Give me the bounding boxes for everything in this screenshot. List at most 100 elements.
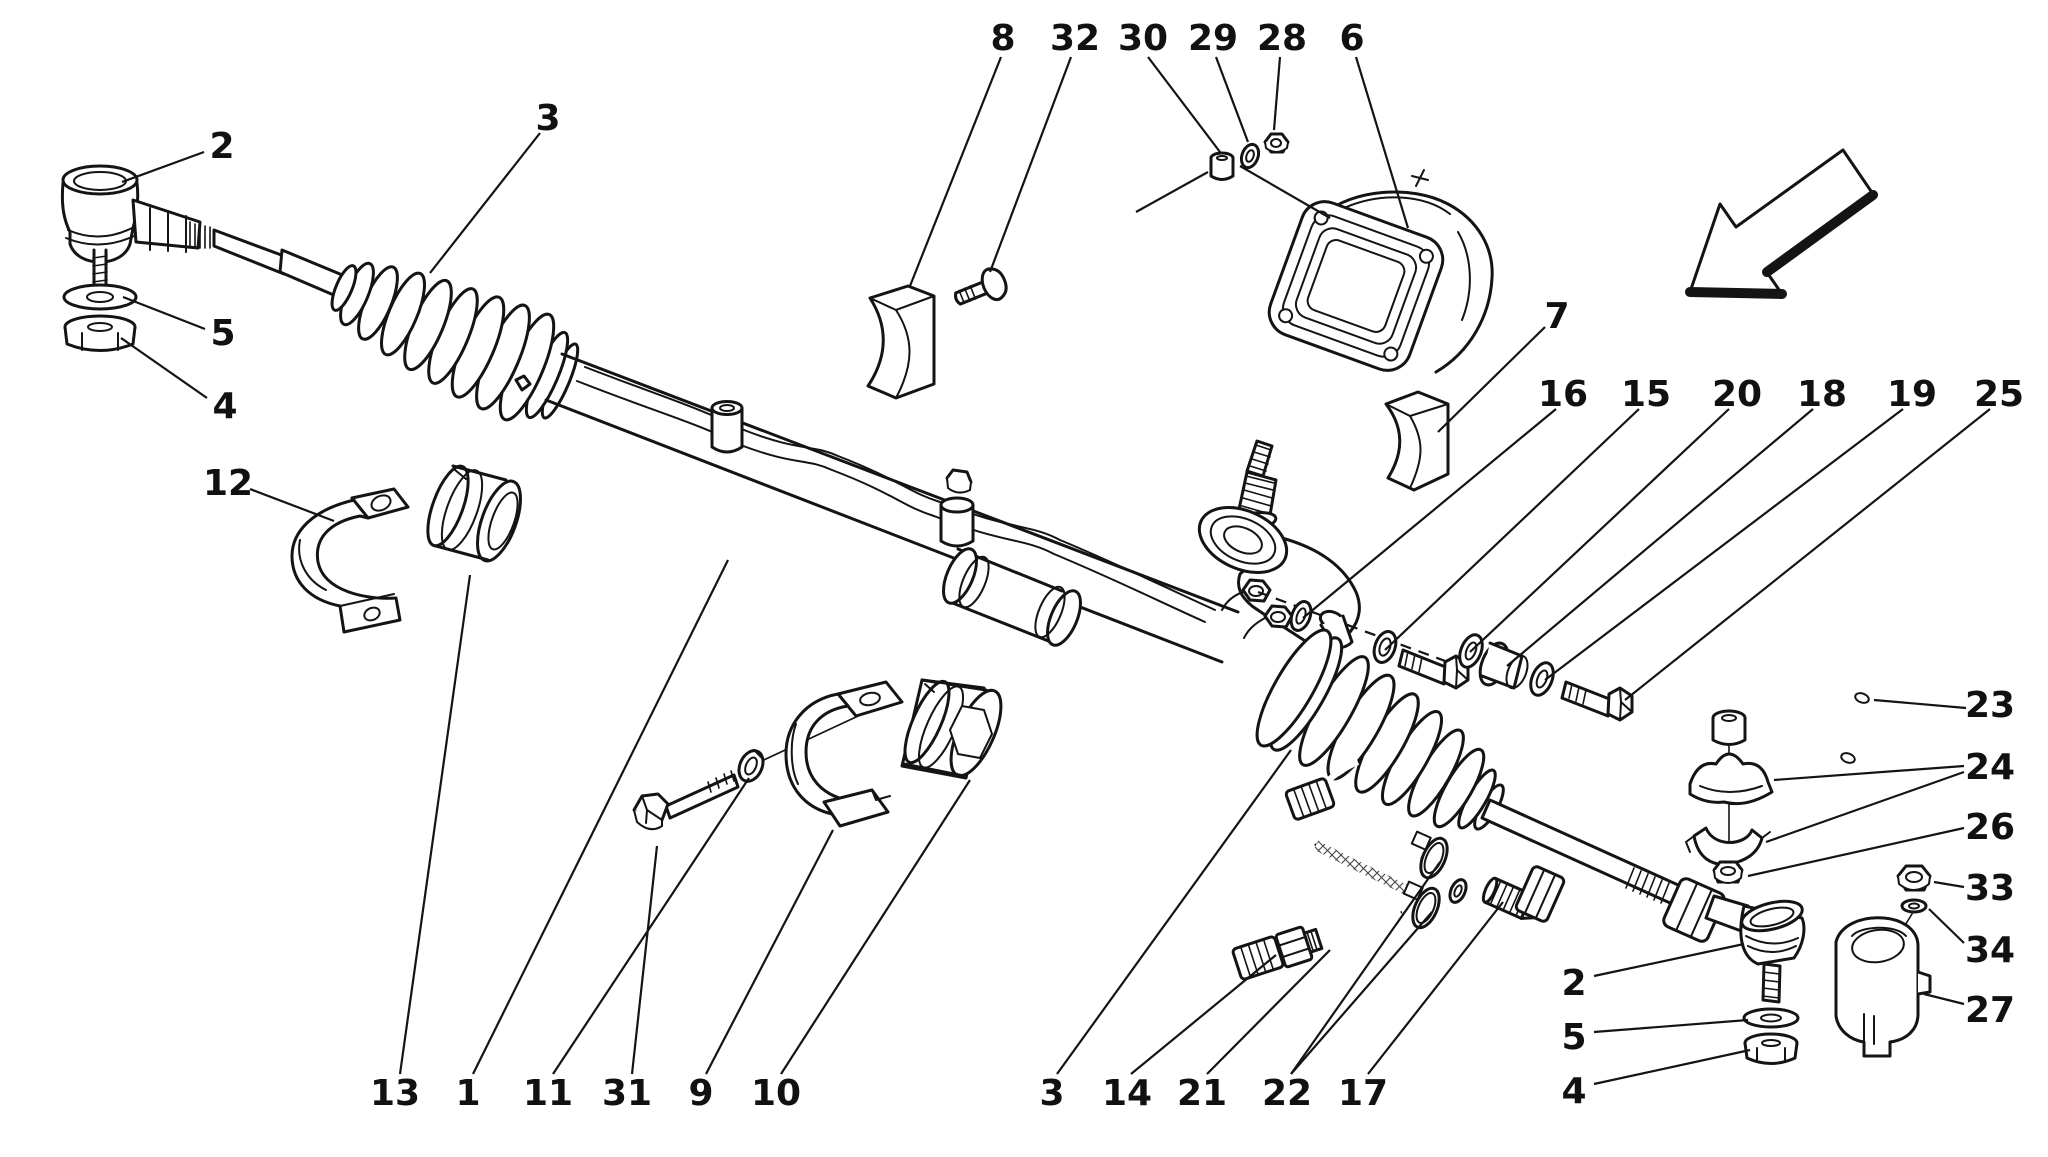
callout-17: 17	[1338, 1073, 1388, 1114]
callout-12: 12	[203, 463, 253, 504]
right-tie-rod	[1480, 798, 1726, 943]
callout-4-right: 4	[1561, 1071, 1586, 1112]
callout-24-leader	[1773, 764, 1965, 782]
bolt-25	[1560, 680, 1634, 722]
callout-30: 30	[1118, 18, 1168, 59]
callout-10: 10	[751, 1073, 801, 1114]
callout-2-left: 2	[209, 126, 234, 167]
callout-18-leader	[1506, 408, 1814, 667]
boot-clamp-screw	[514, 374, 532, 392]
worm-clamp	[1410, 830, 1449, 880]
callout-4-left-leader	[120, 337, 208, 399]
jam-nut	[1514, 865, 1566, 923]
callout-26-leader	[1747, 826, 1965, 878]
cover-plate	[1267, 200, 1445, 372]
small-fasteners	[1289, 600, 1634, 722]
mounting-bracket-12	[290, 487, 410, 634]
callout-10-leader	[780, 779, 971, 1075]
callout-20-leader	[1469, 408, 1730, 653]
callout-28-leader	[1272, 56, 1282, 131]
callout-5-left: 5	[210, 313, 235, 354]
callout-22-leader	[1290, 861, 1441, 1075]
callout-18: 18	[1797, 374, 1847, 415]
callout-27-leader	[1923, 992, 1965, 1006]
callout-12-leader	[249, 487, 335, 523]
housing-collar	[942, 547, 978, 605]
right-bellows	[1255, 628, 1505, 831]
callout-29-leader	[1214, 56, 1250, 143]
callout-32: 32	[1050, 18, 1100, 59]
callout-8-top-leader	[908, 56, 1003, 287]
valve-boot	[1322, 169, 1494, 374]
fixing-screw-32	[954, 267, 1008, 306]
gasket-15	[1372, 630, 1398, 664]
callout-34-leader	[1928, 908, 1965, 944]
callout-16: 16	[1538, 374, 1588, 415]
callout-23: 23	[1965, 685, 2015, 726]
callout-3-btm: 3	[1039, 1073, 1064, 1114]
callout-29: 29	[1188, 18, 1238, 59]
callout-23-leader	[1873, 698, 1967, 710]
right-tie-rod-end	[1704, 894, 1806, 1065]
callout-19: 19	[1887, 374, 1937, 415]
callout-5-right: 5	[1561, 1017, 1586, 1058]
callout-2-right-leader	[1593, 942, 1745, 978]
callout-14: 14	[1102, 1073, 1152, 1114]
pipe-union	[939, 503, 975, 548]
pipe-clamps	[1685, 709, 1774, 884]
pipe-clamp-upper	[1688, 752, 1774, 806]
callout-22: 22	[1262, 1073, 1312, 1114]
hose-crimp	[1284, 777, 1336, 821]
hose-loop	[1144, 759, 1360, 981]
callout-24-leader	[1765, 770, 1965, 844]
lock-washer-11	[737, 748, 765, 783]
stud-fasteners-right	[1896, 864, 1932, 931]
callout-7-leader	[1437, 326, 1546, 433]
callout-4-right-leader	[1593, 1048, 1751, 1086]
washer-19	[1529, 661, 1555, 697]
callout-24: 24	[1965, 747, 2015, 788]
inner-rod-thin	[212, 228, 286, 276]
banjo-fitting	[1305, 609, 1354, 675]
callout-15-leader	[1384, 408, 1640, 651]
split-bushing-10	[900, 678, 1003, 780]
callout-3-btm-leader	[1056, 749, 1292, 1075]
wedge-clamp-8	[866, 284, 936, 400]
callout-4-left: 4	[212, 386, 237, 427]
thread-stub	[189, 221, 211, 249]
callout-20: 20	[1712, 374, 1762, 415]
pipe-union	[710, 406, 744, 454]
hose-hex-fitting	[1274, 925, 1324, 969]
callout-11-leader	[552, 777, 750, 1075]
callout-25: 25	[1974, 374, 2024, 415]
callout-9: 9	[688, 1073, 713, 1114]
callout-22-leader	[1290, 911, 1433, 1075]
callout-30-leader	[1147, 56, 1221, 153]
callout-31: 31	[602, 1073, 652, 1114]
callout-6-leader	[1354, 56, 1410, 229]
rod-threads	[1625, 867, 1670, 904]
callout-27: 27	[1965, 990, 2015, 1031]
callout-3-left-leader	[429, 132, 541, 274]
direction-arrow-icon	[1685, 148, 1878, 299]
callout-5-right-leader	[1593, 1018, 1749, 1034]
callout-8-top: 8	[990, 18, 1015, 59]
callout-11: 11	[523, 1073, 573, 1114]
callout-5-left-leader	[122, 295, 206, 331]
callout-13-leader	[398, 574, 472, 1075]
callout-2-right: 2	[1561, 963, 1586, 1004]
callout-33-leader	[1933, 880, 1965, 889]
washer-16	[1289, 600, 1313, 632]
clamp-bolt-31	[632, 770, 740, 831]
assembly-axis	[1257, 590, 1449, 664]
left-bellows	[330, 261, 580, 422]
cover-fasteners	[1135, 132, 1331, 219]
pipe-clamp-lower	[1692, 826, 1764, 866]
callout-34: 34	[1965, 930, 2015, 971]
split-bushing-11	[426, 464, 522, 563]
bolt	[1397, 648, 1470, 690]
protection-cover	[1834, 916, 1932, 1058]
wedge-clamp-7	[1384, 390, 1450, 492]
